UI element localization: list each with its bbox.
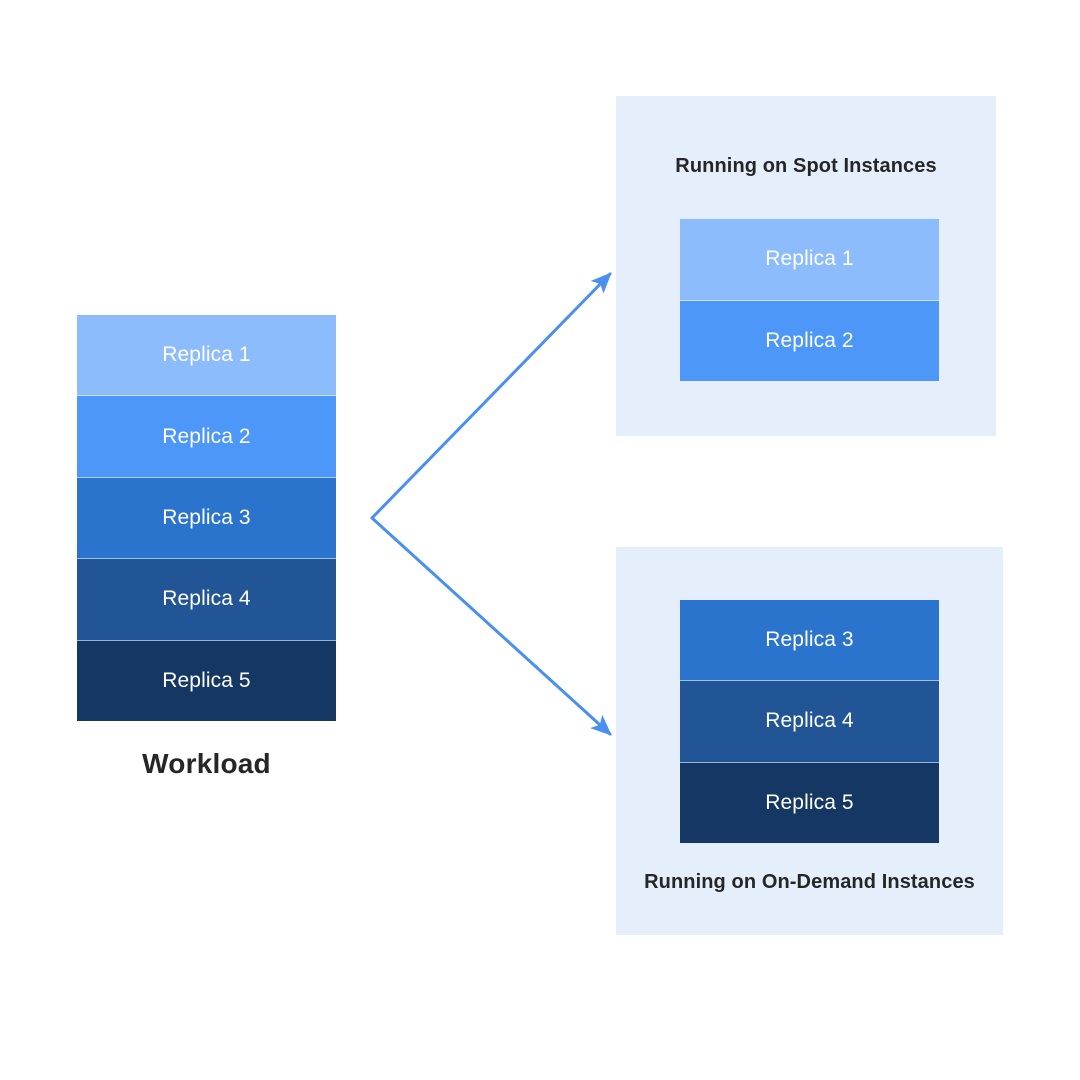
- ondemand-replica-stack: Replica 3 Replica 4 Replica 5: [680, 600, 939, 843]
- arrow-to-spot: [370, 272, 612, 520]
- ondemand-panel-title: Running on On-Demand Instances: [644, 871, 975, 893]
- ondemand-replica-4[interactable]: Replica 4: [680, 681, 939, 763]
- workload-replica-5[interactable]: Replica 5: [77, 640, 336, 722]
- spot-replica-1[interactable]: Replica 1: [680, 219, 939, 301]
- ondemand-replica-5[interactable]: Replica 5: [680, 762, 939, 843]
- workload-replica-3[interactable]: Replica 3: [77, 477, 336, 560]
- workload-label: Workload: [142, 748, 271, 779]
- spot-panel-title: Running on Spot Instances: [675, 155, 937, 177]
- spot-replica-2[interactable]: Replica 2: [680, 300, 939, 381]
- arrow-to-ondemand: [370, 516, 612, 736]
- workload-replica-2[interactable]: Replica 2: [77, 396, 336, 478]
- ondemand-replica-3[interactable]: Replica 3: [680, 600, 939, 682]
- workload-stack: Replica 1 Replica 2 Replica 3 Replica 4 …: [77, 315, 336, 722]
- workload-replica-4[interactable]: Replica 4: [77, 559, 336, 641]
- workload-replica-1[interactable]: Replica 1: [77, 315, 336, 397]
- spot-replica-stack: Replica 1 Replica 2: [680, 219, 939, 381]
